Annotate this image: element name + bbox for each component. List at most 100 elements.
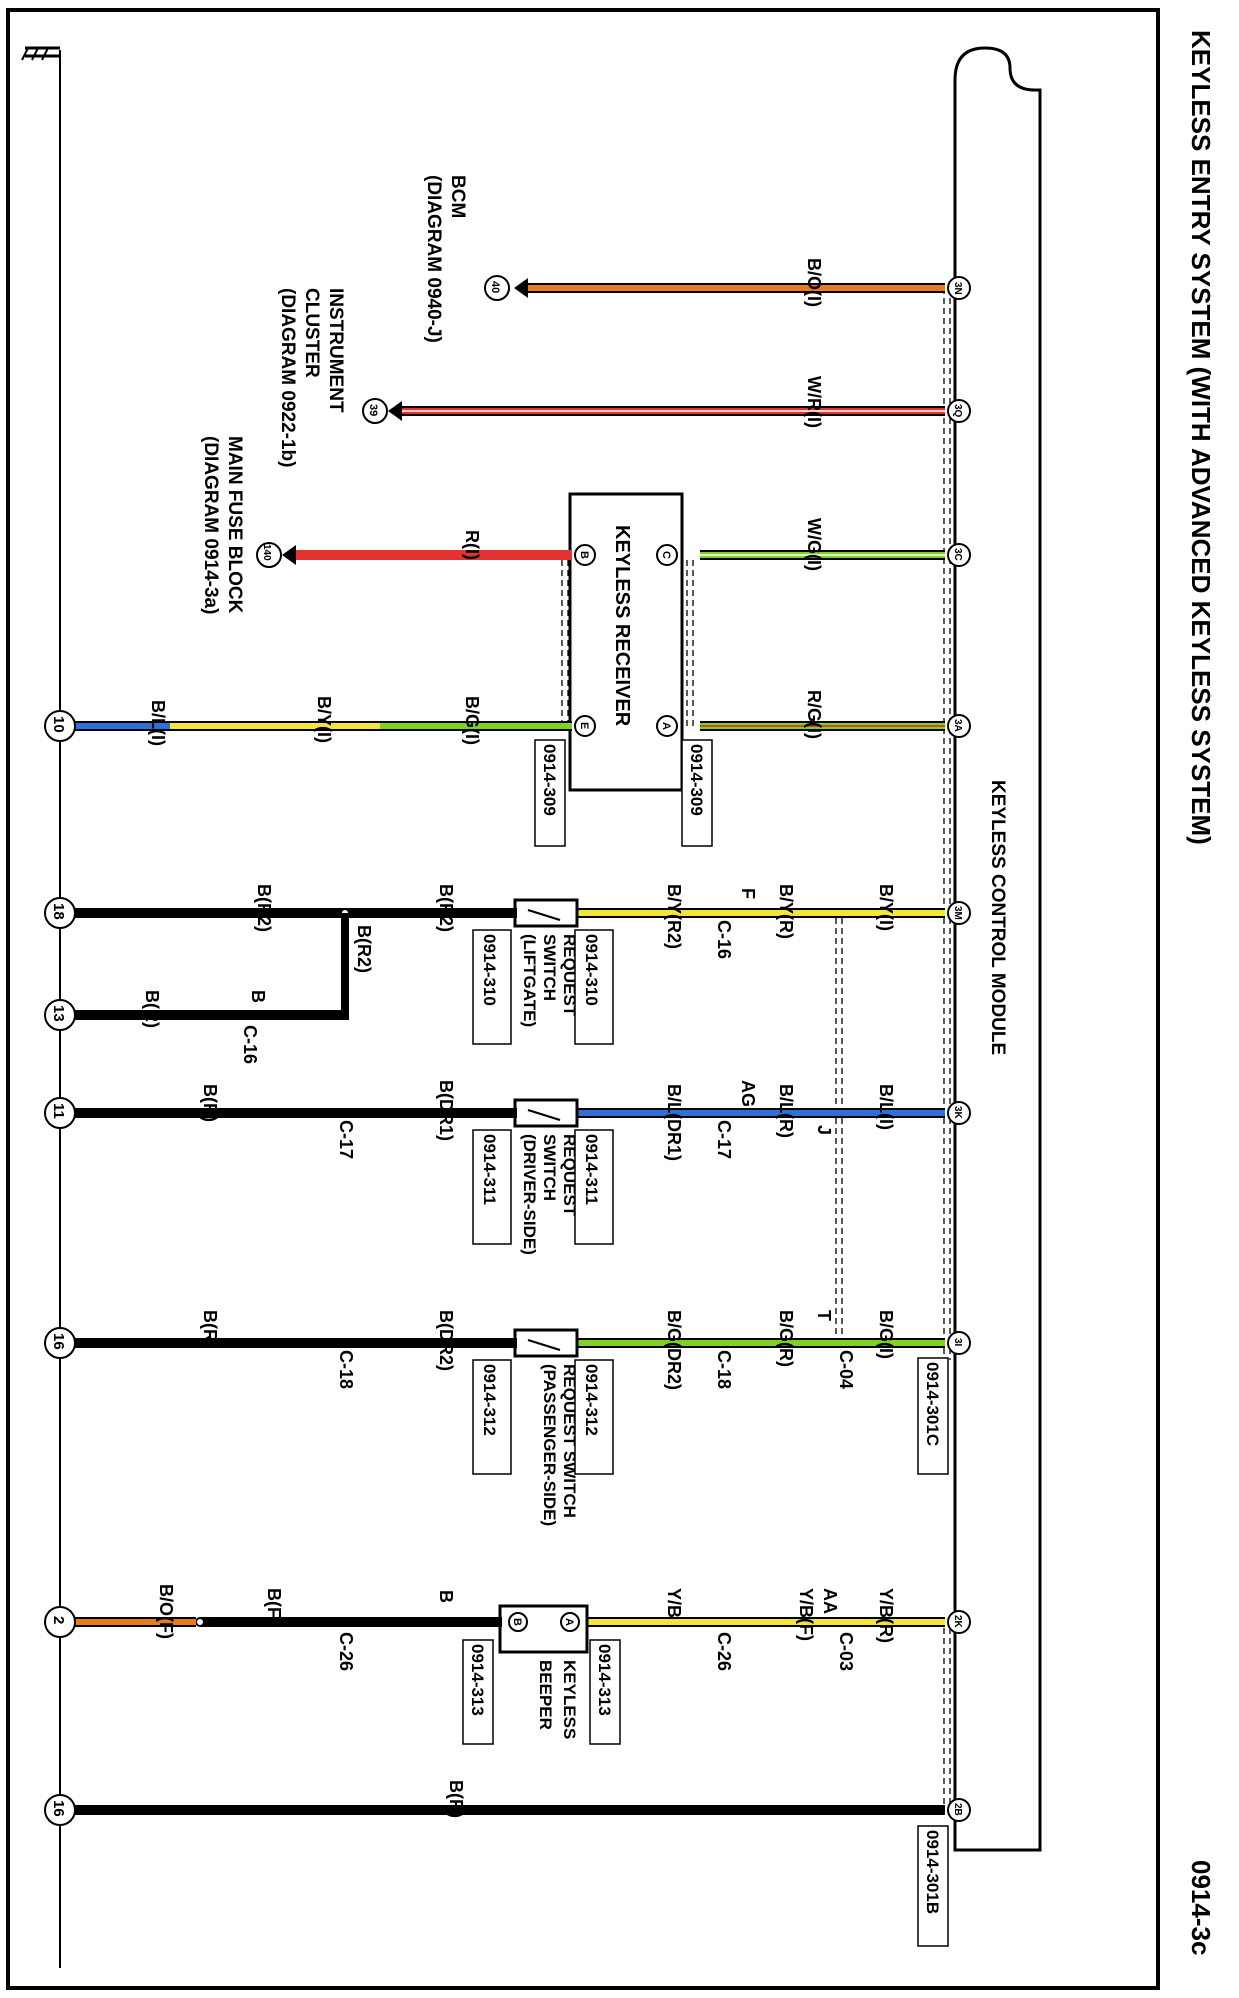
receiver-connector-bottom: 0914-309 <box>540 744 559 816</box>
lift-branch-conn: B <box>248 990 268 1003</box>
drv-gnd-code: C-17 <box>336 1120 356 1159</box>
wire-label-2b: B(R) <box>446 1780 466 1818</box>
beeper-connector-b: 0914-313 <box>468 1644 487 1716</box>
wire-label-3c: W/G(I) <box>804 518 824 571</box>
wire-3c: W/G(I) 3C <box>700 518 971 571</box>
wire-2k: Y/B(R) 2K Y/B(F) AA C-03 C-26 Y/B <box>587 1588 971 1671</box>
keyless-control-module: KEYLESS CONTROL MODULE <box>953 46 1042 1852</box>
bp-wire-out: B <box>436 1590 456 1603</box>
bp-conn-in: AA <box>820 1588 840 1614</box>
wire-3i: B/G(I) 3I 0914-301C B/G(R) T C-04 C-18 B… <box>577 1310 971 1475</box>
bp-wire-gnd2: B/O(F) <box>156 1584 176 1639</box>
page-frame <box>6 8 1160 1990</box>
cluster-ref: (DIAGRAM 0922-1b) <box>277 288 298 467</box>
wire-3q: W/R(I) 3Q 39 INSTRUMENT CLUSTER (DIAGRAM… <box>277 288 971 467</box>
receiver-label: KEYLESS RECEIVER <box>611 525 633 727</box>
lift-wire-sw: B/Y(R2) <box>664 884 684 949</box>
pin-3q: 3Q <box>952 404 963 418</box>
page-title: KEYLESS ENTRY SYSTEM (WITH ADVANCED KEYL… <box>1186 30 1216 845</box>
request-switch-driver: 0914-311 0914-311 REQUEST SWITCH (DRIVER… <box>472 1098 614 1255</box>
bcm-ref: (DIAGRAM 0940-J) <box>423 175 444 343</box>
bp-code2: C-26 <box>714 1632 734 1671</box>
ground-18: 18 <box>50 903 67 920</box>
pin-2k: 2K <box>952 1615 963 1629</box>
wire-label-rb: R(I) <box>462 530 482 560</box>
wire-lift-ground: B(R2) B(R2) B(R2) B C-16 B(R) 18 13 <box>44 884 517 1064</box>
drv-connector-b: 0914-311 <box>480 1134 499 1205</box>
drv-wire-sw: B/L(DR1) <box>664 1084 684 1161</box>
pas-wire-mod: B/G(R) <box>776 1310 796 1367</box>
bp-gnd-code: C-26 <box>336 1632 356 1671</box>
fuse-name: MAIN FUSE BLOCK <box>224 436 245 614</box>
main-connector-b: 0914-301B <box>923 1830 942 1914</box>
wire-receiver-e: B/G(I) B/Y(I) B/L(I) 10 <box>44 696 572 746</box>
lift-connector-b: 0914-310 <box>480 934 499 1006</box>
wire-3a: R/G(I) 3A <box>700 690 971 739</box>
drv-conn-code: C-17 <box>714 1120 734 1159</box>
bp-wire-gnd1: B(F) <box>264 1588 284 1624</box>
drv-wire-out: B(DR1) <box>436 1080 456 1141</box>
wire-label-3a: R/G(I) <box>804 690 824 739</box>
wire-3k: B/L(I) 3K B/L(R) AG J C-17 B/L(DR1) <box>577 1080 971 1161</box>
pas-gnd-code: C-18 <box>336 1350 356 1389</box>
ground-13: 13 <box>50 1005 67 1022</box>
pas-name1: REQUEST SWITCH <box>560 1364 579 1518</box>
fuse-ref: (DIAGRAM 0914-3a) <box>200 436 221 614</box>
pas-name2: (PASSENGER-SIDE) <box>540 1364 559 1526</box>
drv-conn-in: AG <box>738 1080 758 1107</box>
ground-10: 10 <box>50 716 67 733</box>
pin-3i: 3I <box>952 1338 963 1347</box>
wire-label-3m: B/Y(I) <box>876 884 896 931</box>
ground-16-a: 16 <box>50 1333 67 1350</box>
drv-connector-a: 0914-311 <box>582 1134 601 1205</box>
lift-wire-gnd: B(R2) <box>254 884 274 932</box>
beeper-pin-b: B <box>511 1618 523 1626</box>
keyless-beeper: A B 0914-313 0914-313 KEYLESS BEEPER <box>462 1604 621 1745</box>
drv-wire-mod: B/L(R) <box>776 1084 796 1138</box>
drv-wire-gnd: B(R) <box>200 1084 220 1122</box>
lift-name1: REQUEST <box>560 934 579 1017</box>
bcm-pin: 40 <box>489 281 501 293</box>
receiver-pin-c: C <box>660 551 672 559</box>
wire-label-3i: B/G(I) <box>876 1310 896 1359</box>
wire-bp-ground: B C-26 B(F) B/O(F) 2 <box>44 1584 502 1671</box>
lift-wire-mod: B/Y(R) <box>776 884 796 939</box>
pas-conn-in: T <box>814 1310 834 1321</box>
pin-3k: 3K <box>952 1106 963 1120</box>
cluster-name2: CLUSTER <box>301 288 322 378</box>
beeper-pin-a: A <box>563 1618 575 1626</box>
wire-drv-ground: B(DR1) C-17 B(R) 11 <box>44 1080 517 1159</box>
receiver-pin-a: A <box>660 722 672 730</box>
beeper-connector-a: 0914-313 <box>595 1644 614 1716</box>
pin-3a: 3A <box>952 719 963 732</box>
lift-connector-a: 0914-310 <box>582 934 601 1006</box>
pas-code2: C-18 <box>714 1350 734 1389</box>
pin-2b: 2B <box>952 1803 963 1816</box>
lift-branch-wire-gnd: B(R) <box>142 990 162 1028</box>
pas-connector-b: 0914-312 <box>480 1364 499 1436</box>
pin-3m: 3M <box>952 906 963 920</box>
lift-name2: SWITCH <box>540 934 559 1001</box>
drv-name1: REQUEST <box>560 1134 579 1217</box>
cluster-pin: 39 <box>367 404 379 416</box>
bp-wire-mod: Y/B(F) <box>796 1588 816 1641</box>
wire-label-2k: Y/B(R) <box>876 1588 896 1643</box>
receiver-connector-top: 0914-309 <box>687 744 706 816</box>
wire-label-re: B/G(I) <box>462 696 482 745</box>
main-connector-c: 0914-301C <box>923 1362 942 1446</box>
lift-conn-code: C-16 <box>714 920 734 959</box>
beeper-name2: BEEPER <box>536 1660 555 1730</box>
wire-3n: B/O(I) 3N 40 BCM (DIAGRAM 0940-J) <box>423 175 971 343</box>
module-label: KEYLESS CONTROL MODULE <box>987 780 1008 1055</box>
pas-wire-sw: B/G(DR2) <box>664 1310 684 1390</box>
ground-icon <box>21 46 60 61</box>
pin-3n: 3N <box>952 282 963 295</box>
receiver-pin-e: E <box>578 722 590 729</box>
pas-conn-code: C-04 <box>836 1350 856 1389</box>
request-switch-liftgate: 0914-310 0914-310 REQUEST SWITCH (LIFTGA… <box>472 898 614 1045</box>
drv-conn-pin: J <box>814 1125 834 1135</box>
drv-name2: SWITCH <box>540 1134 559 1201</box>
wire-receiver-b: R(I) 140 MAIN FUSE BLOCK (DIAGRAM 0914-3… <box>200 436 572 614</box>
ground-2: 2 <box>50 1616 67 1624</box>
